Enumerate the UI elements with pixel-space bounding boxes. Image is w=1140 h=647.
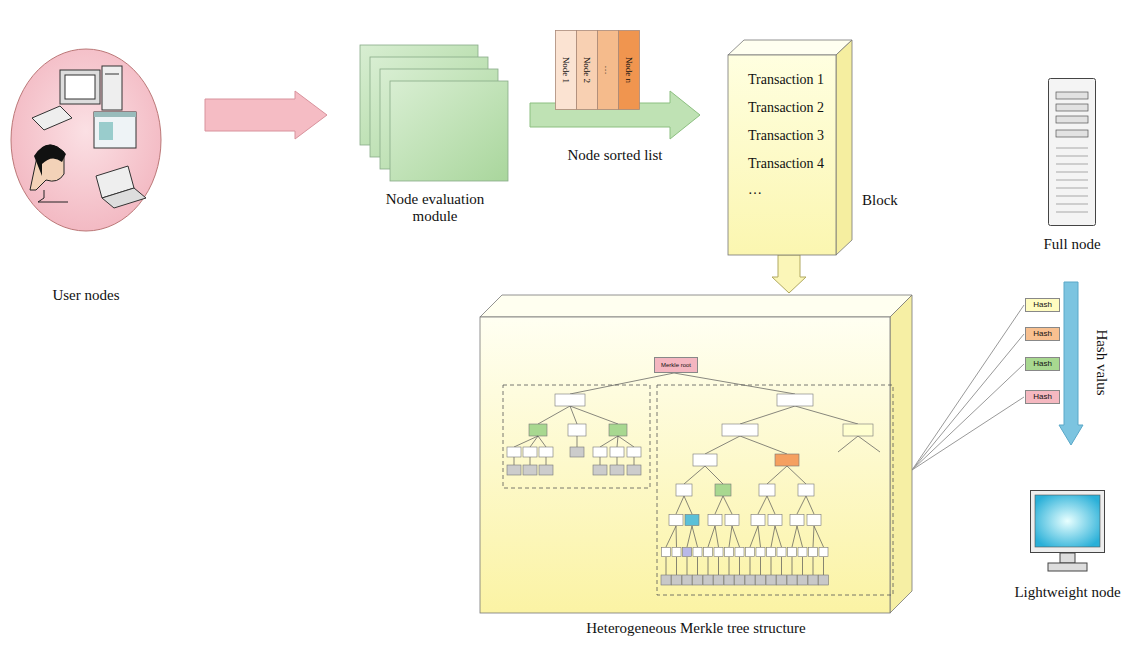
node-card: … xyxy=(597,30,619,110)
evaluation-module: Node evaluation module xyxy=(360,45,510,181)
leader-line xyxy=(912,305,1024,470)
node-label: Node n xyxy=(624,57,634,83)
node-label: Hash xyxy=(1033,359,1052,368)
node-card: Node 2 xyxy=(576,30,598,110)
user-nodes-circle-outline xyxy=(10,48,162,232)
edge-label: Hash valus xyxy=(1093,329,1110,395)
node-label: Block xyxy=(862,192,898,209)
block-arrow xyxy=(772,255,806,293)
node-label: Transaction 1 xyxy=(748,72,824,88)
user-nodes-circle: User nodes xyxy=(10,48,162,232)
edge-label: Node sorted list xyxy=(568,147,663,164)
node-label: Hash xyxy=(1033,392,1052,401)
node-card: Node n xyxy=(618,30,640,110)
node-card: Node 1 xyxy=(555,30,577,110)
full-node-server: Full node xyxy=(1048,78,1096,226)
node-label: Lightweight node xyxy=(998,584,1138,601)
hash-box: Hash xyxy=(1025,298,1060,312)
block-box: Transaction 1 Transaction 2 Transaction 3 T… xyxy=(728,40,852,255)
node-label: Node 1 xyxy=(561,57,571,83)
lightweight-monitor-outline xyxy=(1030,490,1105,572)
node-label: User nodes xyxy=(26,287,146,304)
hash-box: Hash xyxy=(1025,357,1060,371)
lightweight-monitor: Lightweight node xyxy=(1030,490,1105,572)
node-label: Node evaluation module xyxy=(370,191,500,226)
node-label: Node 2 xyxy=(582,57,592,83)
leader-line xyxy=(912,364,1024,470)
node-label: Transaction 3 xyxy=(748,128,824,144)
hash-box: Hash xyxy=(1025,327,1060,341)
leader-line xyxy=(912,397,1024,470)
block-arrow xyxy=(205,91,327,139)
node-label: … xyxy=(603,66,613,75)
node-label: Full node xyxy=(1022,236,1122,253)
merkle-tree-panel: Heterogeneous Merkle tree structureMerkl… xyxy=(480,295,912,615)
node-label: Merkle root xyxy=(661,362,691,369)
hash-box: Hash xyxy=(1025,390,1060,404)
node-label: Transaction 4 xyxy=(748,156,824,172)
node-label: Hash xyxy=(1033,300,1052,309)
node-label: Heterogeneous Merkle tree structure xyxy=(496,620,896,637)
node-label: Hash xyxy=(1033,329,1052,338)
leader-line xyxy=(912,334,1024,470)
full-node-server-outline xyxy=(1048,78,1096,226)
node-label: Transaction 2 xyxy=(748,100,824,116)
node-label: … xyxy=(748,182,762,198)
evaluation-module-outline xyxy=(360,45,510,181)
merkle-root-box: Merkle root xyxy=(654,357,698,373)
merkle-tree-panel-outline xyxy=(480,295,912,615)
block-arrow xyxy=(1059,282,1083,445)
